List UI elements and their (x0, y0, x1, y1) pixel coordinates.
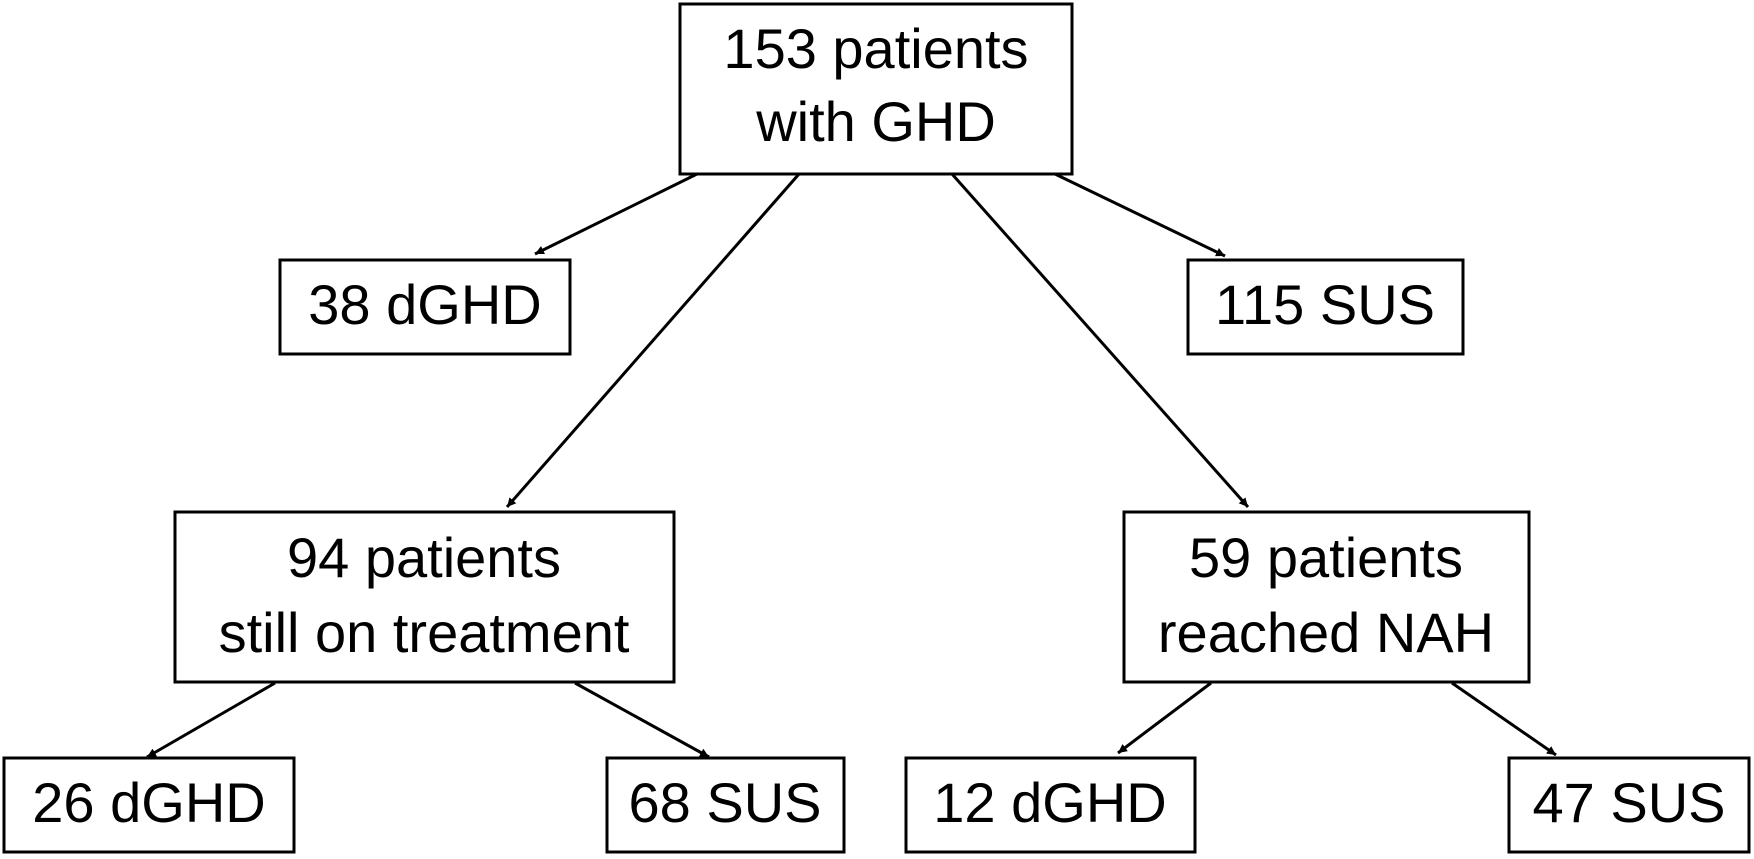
node-sus-total: 115 SUS (1186, 258, 1465, 356)
edge-reached-nah-to-nah-sus (1451, 681, 1557, 757)
edge-root-to-reached-nah (950, 173, 1250, 508)
edges (146, 172, 1557, 759)
node-root: 153 patients with GHD (678, 2, 1074, 176)
edge-root-to-on-treatment (505, 173, 801, 508)
node-root-line-2: with GHD (755, 90, 996, 153)
node-treat-sus-label: 68 SUS (629, 771, 822, 834)
node-reached-nah-line-1: 59 patients (1189, 526, 1463, 589)
edge-reached-nah-to-nah-dghd (1117, 681, 1212, 755)
node-nah-sus: 47 SUS (1507, 756, 1751, 854)
node-dghd-total: 38 dGHD (278, 258, 572, 356)
node-on-treatment: 94 patients still on treatment (173, 510, 676, 684)
node-treat-dghd: 26 dGHD (2, 756, 296, 854)
node-treat-dghd-label: 26 dGHD (32, 771, 265, 834)
node-root-line-1: 153 patients (723, 17, 1028, 80)
node-nah-sus-label: 47 SUS (1533, 771, 1726, 834)
node-nah-dghd-label: 12 dGHD (933, 771, 1166, 834)
node-dghd-total-label: 38 dGHD (308, 273, 541, 336)
node-nah-dghd: 12 dGHD (904, 756, 1197, 854)
node-sus-total-label: 115 SUS (1215, 273, 1435, 336)
edge-on-treatment-to-treat-dghd (146, 681, 276, 759)
edge-root-to-dghd-total (534, 172, 698, 256)
node-reached-nah-line-2: reached NAH (1158, 601, 1494, 664)
node-on-treatment-line-2: still on treatment (219, 601, 630, 664)
edge-on-treatment-to-treat-sus (574, 681, 710, 759)
node-reached-nah: 59 patients reached NAH (1122, 510, 1531, 684)
edge-root-to-sus-total (1054, 172, 1226, 258)
node-on-treatment-line-1: 94 patients (287, 526, 561, 589)
node-treat-sus: 68 SUS (605, 756, 846, 854)
